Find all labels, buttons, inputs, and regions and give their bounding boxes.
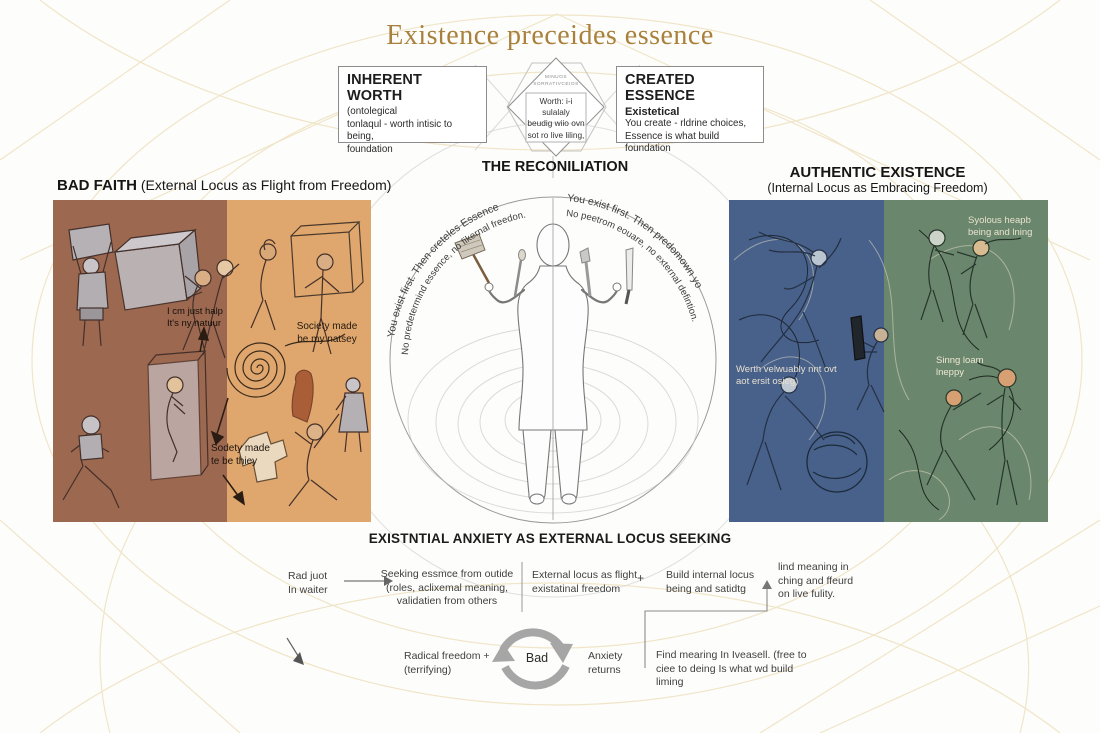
created-essence-box: CREATED ESSENCE Existetical You create -… — [616, 66, 764, 154]
paintbrush-icon — [454, 233, 491, 284]
sphere-icon — [806, 431, 868, 493]
knife-icon — [624, 247, 634, 305]
inherent-worth-heading: INHERENT WORTH — [347, 72, 422, 104]
cycle-note-label: Find mearing In Iveasell. (free to ciee … — [656, 649, 807, 689]
bad-faith-header-title: BAD FAITH — [57, 177, 137, 194]
arc-text-left-inner: No predetermind essence, no fikernal fre… — [400, 210, 527, 356]
authentic-existence-illustration — [729, 200, 1048, 522]
bottom-section-title: EXISTNTIAL ANXIETY AS EXTERNAL LOCUS SEE… — [368, 531, 732, 546]
authentic-header-title: AUTHENTIC EXISTENCE — [789, 164, 966, 181]
page-title: Existence preceides essence — [386, 20, 714, 51]
bad-faith-annotation-2: Society made be my natsey — [296, 321, 358, 345]
authentic-figures — [746, 229, 1022, 506]
flow-connectors — [286, 562, 772, 690]
bad-faith-header: BAD FAITH (External Locus as Flight from… — [57, 177, 391, 194]
created-essence-heading: CREATED ESSENCE — [625, 72, 695, 104]
diamond-body-text: Worth: i-i sulalaly beudig wiio ovn sot … — [527, 96, 585, 140]
flow-seeking-label: Seeking essmce from outide (roles, aclix… — [380, 568, 514, 608]
reconciliation-header: THE RECONILIATION — [481, 159, 629, 175]
inherent-worth-body: (ontolegical tonlaqul - worth intisic to… — [347, 106, 453, 156]
diamond-graphic — [474, 57, 641, 178]
authentic-header: AUTHENTIC EXISTENCE (Internal Locus as E… — [755, 164, 1000, 195]
created-essence-subheading: Existetical — [625, 106, 680, 118]
bad-faith-annotation-3: Sodety made te be thiey — [211, 443, 270, 467]
authentic-header-sub: (Internal Locus as Embracing Freedom) — [767, 181, 988, 195]
flow-plus-sign: + — [637, 571, 645, 585]
flow-find-meaning-label: lind meaning in ching and ffeurd on live… — [778, 561, 854, 601]
bad-faith-figures — [62, 221, 369, 509]
authentic-annotation-2: Werth velwuably nnt ovt aot ersit osieg) — [736, 364, 837, 388]
authentic-annotation-1: Syolous heapb being and lning — [968, 215, 1033, 239]
created-essence-body: You create - rldrine choices, Essence is… — [625, 118, 747, 155]
spiral-icon — [226, 342, 286, 398]
stick-icon — [513, 249, 526, 297]
authentic-annotation-3: Sinng loam lneppy — [936, 355, 984, 379]
inherent-worth-box: INHERENT WORTH (ontolegical tonlaqul - w… — [338, 66, 487, 155]
reconciliation-drawing: You exist first. Then creteles Essence N… — [315, 122, 791, 598]
cycle-right-label: Anxiety returns — [588, 650, 623, 676]
bad-faith-illustration — [53, 200, 371, 522]
flow-build-label: Build internal locus being and satidtg — [666, 569, 755, 595]
bad-faith-annotation-1: I cm just halp It's ny natuur — [167, 306, 223, 330]
cycle-arrows-icon — [492, 628, 573, 690]
flow-start-label: Rad juot In waiter — [288, 570, 328, 596]
svg-text:No predetermind essence, no fi: No predetermind essence, no fikernal fre… — [400, 210, 527, 356]
diamond-caps-text: MINUOS SORRATIVCEIOS — [533, 75, 579, 88]
flow-lines-light — [733, 239, 1032, 521]
cycle-left-label: Radical freedom + (terrifying) — [404, 650, 490, 676]
cycle-center-label: Bad — [525, 651, 549, 665]
chisel-icon — [579, 247, 592, 297]
annotation-arrows — [197, 325, 246, 506]
flow-external-label: External locus as flight existatinal fre… — [532, 569, 638, 595]
bad-faith-header-sub: (External Locus as Flight from Freedom) — [137, 177, 392, 193]
